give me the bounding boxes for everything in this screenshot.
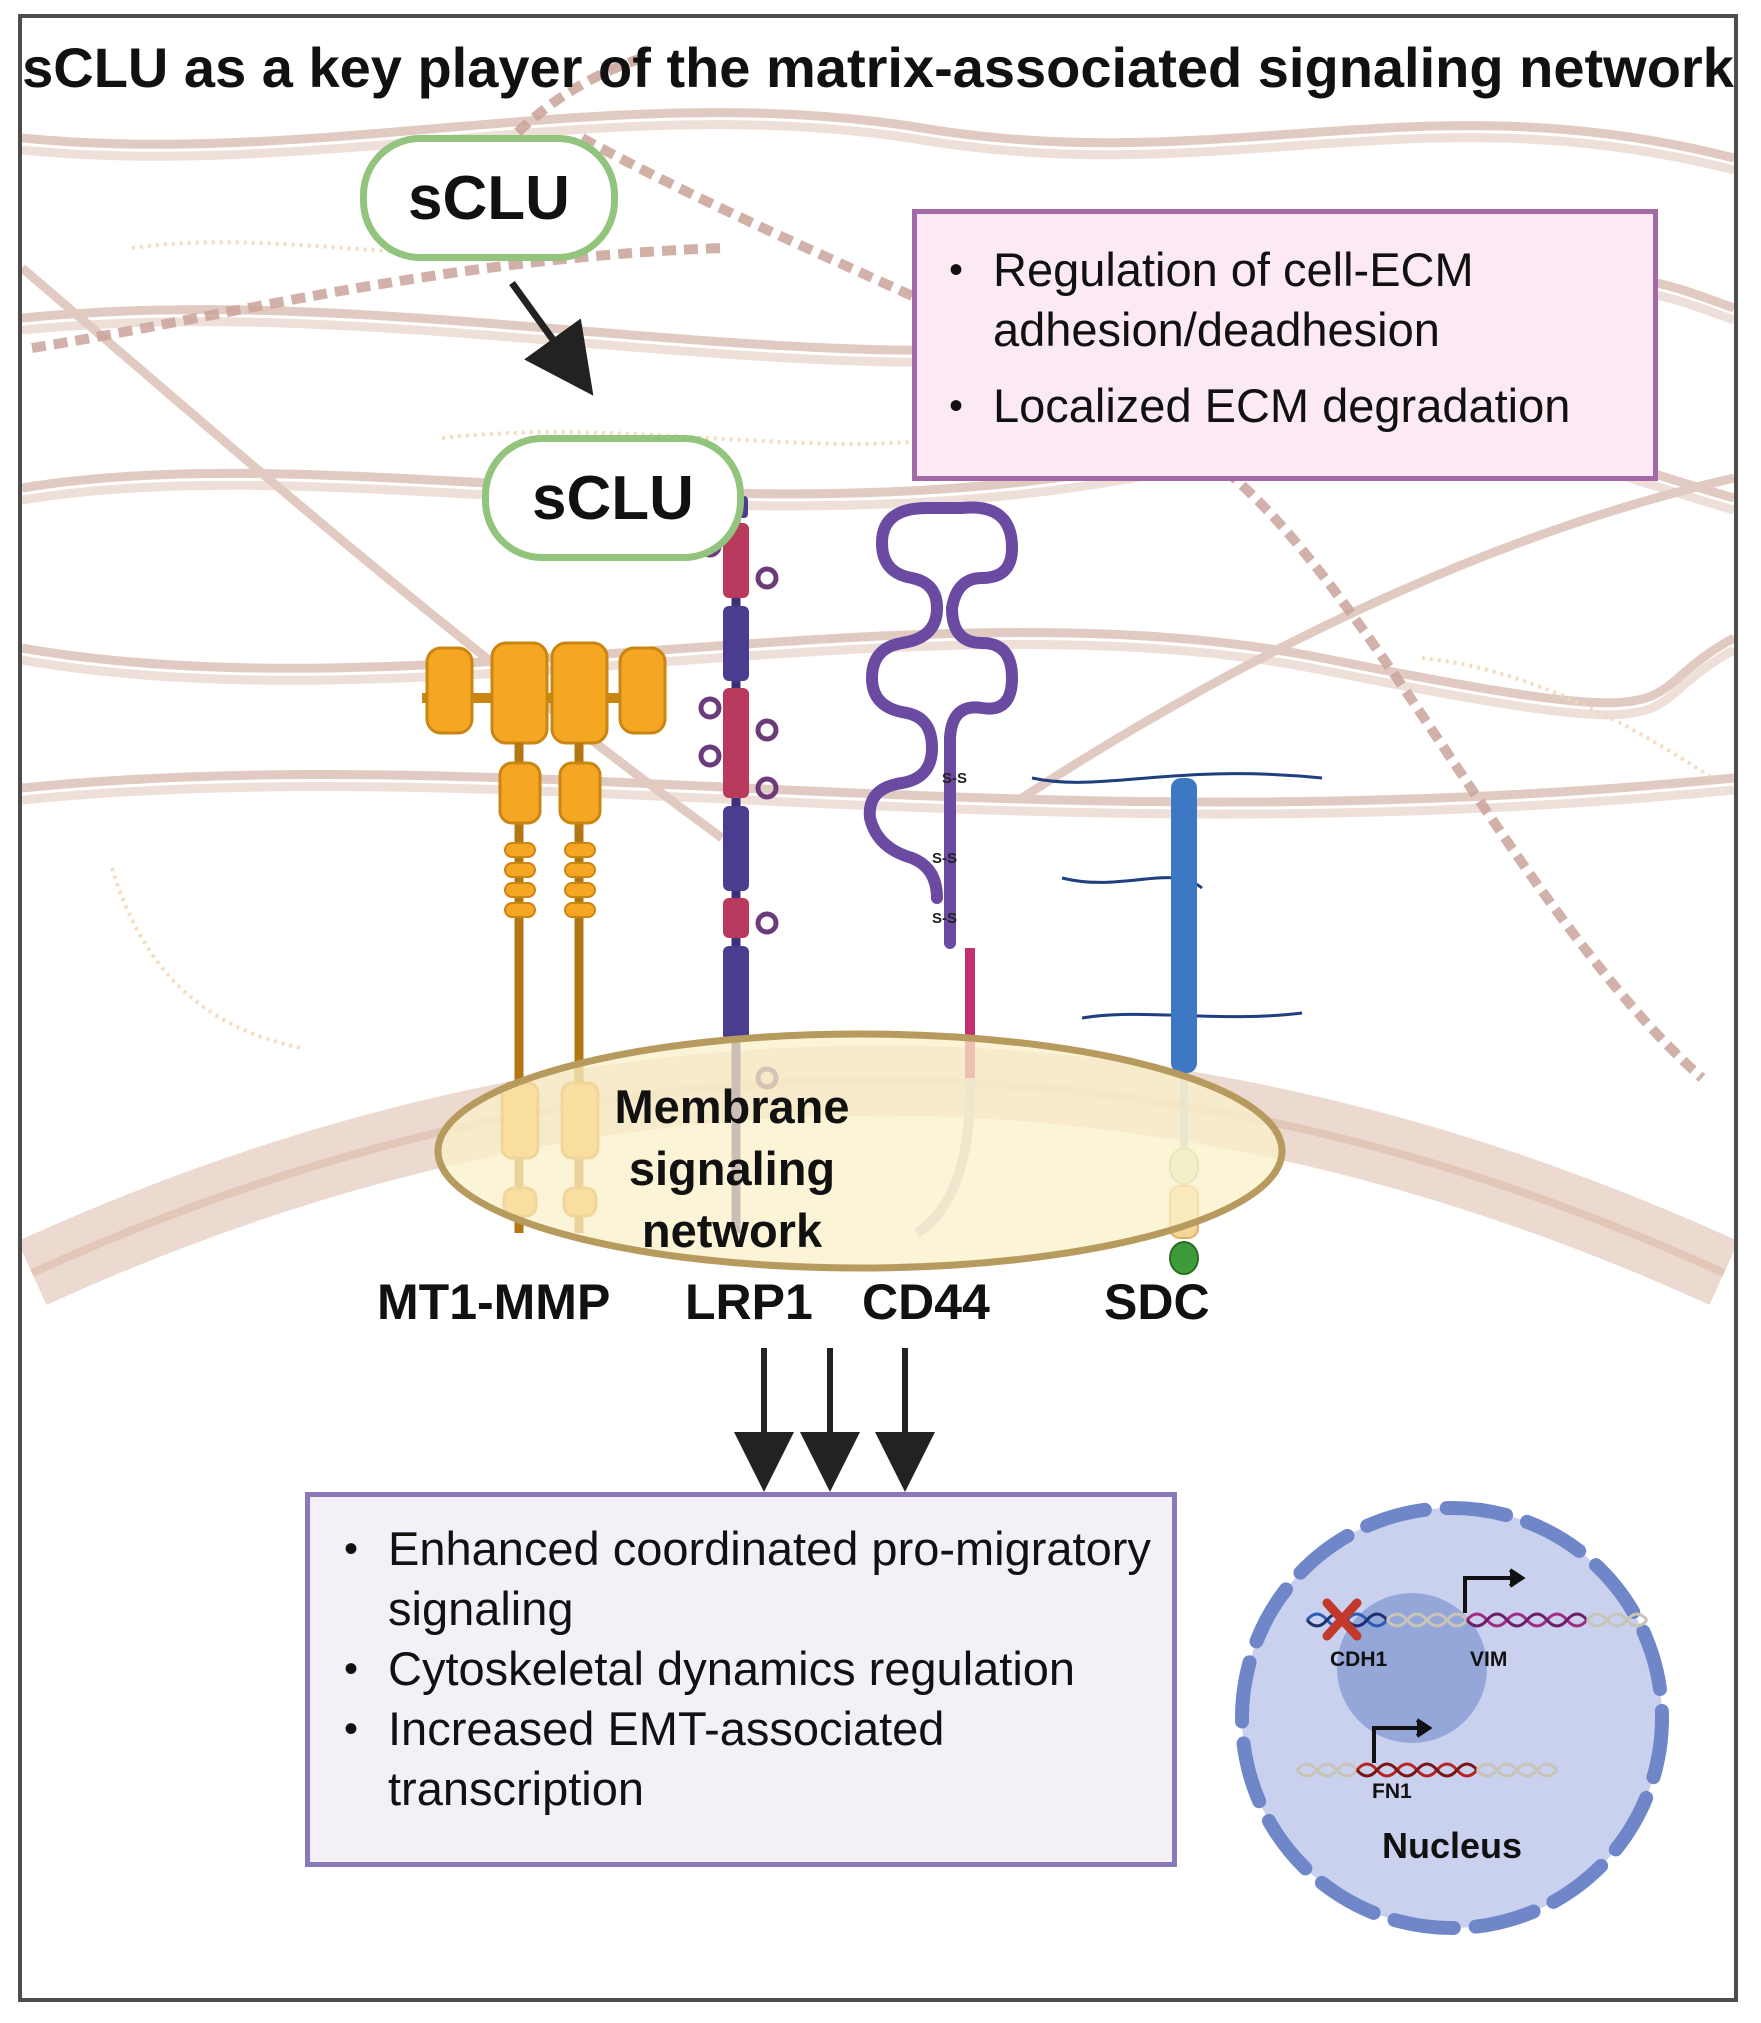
nucleolus — [1337, 1593, 1487, 1743]
diagram-canvas: S-S S-S S-S — [22, 53, 1734, 1935]
ecm-function-item: Localized ECM degradation — [949, 376, 1633, 436]
figure-frame: S-S S-S S-S — [18, 14, 1738, 2002]
cd44-disulfide-1: S-S — [942, 770, 967, 787]
figure-title: sCLU as a key player of the matrix-assoc… — [22, 36, 1734, 99]
cdh1-repressed-icon — [1322, 1598, 1362, 1641]
outcome-item: Increased EMT-associated transcription — [344, 1699, 1152, 1819]
ecm-functions-box: Regulation of cell-ECM adhesion/deadhesi… — [912, 209, 1658, 481]
cd44-disulfide-3: S-S — [932, 910, 957, 927]
label-sdc: SDC — [1104, 1274, 1210, 1330]
outcome-item: Enhanced coordinated pro-migratory signa… — [344, 1519, 1152, 1639]
gene-label-fn1: FN1 — [1372, 1780, 1412, 1803]
sclu-binding-arrow — [509, 280, 594, 396]
transcription-start-icon — [1372, 1568, 1526, 1763]
collagen-fiber — [22, 108, 1734, 842]
sclu-free-pill: sCLU — [360, 135, 618, 261]
outcome-item: Cytoskeletal dynamics regulation — [344, 1639, 1152, 1699]
label-cd44: CD44 — [862, 1274, 990, 1330]
cd44-disulfide-2: S-S — [932, 850, 957, 867]
nucleus-label: Nucleus — [1382, 1825, 1522, 1866]
nucleus: CDH1 VIM FN1 Nucleus — [1235, 1501, 1669, 1935]
sclu-bound-pill: sCLU — [482, 435, 744, 561]
gene-label-cdh1: CDH1 — [1330, 1648, 1387, 1671]
fibronectin-fiber — [31, 53, 1706, 1082]
ecm-function-item: Regulation of cell-ECM adhesion/deadhesi… — [949, 240, 1633, 360]
signaling-arrows — [734, 1348, 935, 1492]
lrp1-receptor — [698, 496, 779, 1233]
label-lrp1: LRP1 — [685, 1274, 813, 1330]
outcome-box: Enhanced coordinated pro-migratory signa… — [305, 1492, 1177, 1867]
membrane-signaling-label: Membrane signaling network — [614, 1080, 850, 1257]
membrane-signaling-ellipse — [434, 1030, 1286, 1272]
gene-label-vim: VIM — [1470, 1648, 1507, 1671]
label-mt1mmp: MT1-MMP — [377, 1274, 611, 1330]
